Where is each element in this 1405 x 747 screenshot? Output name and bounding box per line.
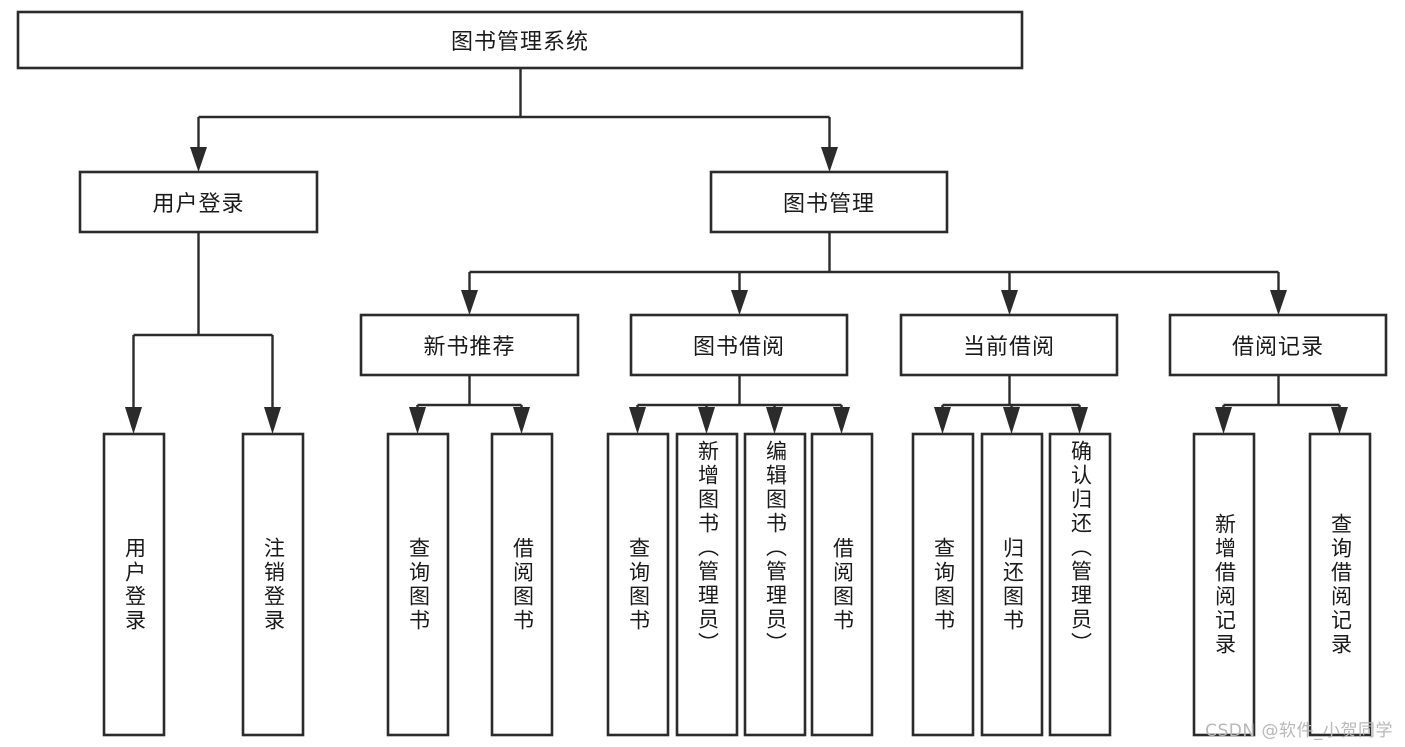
connector-group-book-borrow <box>629 375 850 434</box>
connector-group-new-book-recommend <box>409 375 530 434</box>
node-leaf-user-login-2[interactable] <box>241 432 305 737</box>
arrow-to-book-mgmt <box>821 147 838 172</box>
arrow-user-login-leaf-2 <box>264 407 281 434</box>
node-new-book-recommend[interactable] <box>359 313 580 377</box>
node-leaf-borrow-record-1[interactable] <box>1192 432 1256 737</box>
arrow-to-current-borrow <box>1001 290 1018 315</box>
connector-group-root <box>190 68 838 172</box>
node-leaf-book-borrow-1[interactable] <box>606 432 670 737</box>
arrow-book-borrow-leaf-2 <box>698 407 715 434</box>
arrow-to-book-borrow <box>731 290 748 315</box>
arrow-to-user-login <box>190 147 207 172</box>
arrow-current-borrow-leaf-1 <box>934 407 951 434</box>
node-leaf-current-borrow-3[interactable] <box>1048 432 1112 737</box>
node-leaf-new-book-2[interactable] <box>490 432 554 737</box>
node-leaf-new-book-1[interactable] <box>386 432 450 737</box>
arrow-to-new-book-recommend <box>461 290 478 315</box>
connector-group-user-login <box>125 232 281 434</box>
node-user-login[interactable] <box>78 170 319 234</box>
node-borrow-record[interactable] <box>1168 313 1388 377</box>
arrow-new-book-leaf-2 <box>513 407 530 434</box>
arrow-user-login-leaf-1 <box>125 407 142 434</box>
arrow-borrow-record-leaf-1 <box>1215 407 1232 434</box>
node-leaf-borrow-record-2[interactable] <box>1308 432 1372 737</box>
connector-group-current-borrow <box>934 375 1088 434</box>
arrow-to-borrow-record <box>1270 290 1287 315</box>
node-book-management[interactable] <box>709 170 949 234</box>
node-leaf-book-borrow-4[interactable] <box>810 432 874 737</box>
arrow-current-borrow-leaf-3 <box>1071 407 1088 434</box>
node-leaf-current-borrow-2[interactable] <box>980 432 1044 737</box>
node-leaf-book-borrow-3[interactable] <box>743 432 807 737</box>
arrow-current-borrow-leaf-2 <box>1003 407 1020 434</box>
node-leaf-book-borrow-2[interactable] <box>675 432 739 737</box>
node-leaf-current-borrow-1[interactable] <box>911 432 975 737</box>
connector-group-book-mgmt <box>461 232 1287 315</box>
arrow-new-book-leaf-1 <box>409 407 426 434</box>
arrow-book-borrow-leaf-4 <box>833 407 850 434</box>
arrow-borrow-record-leaf-2 <box>1331 407 1348 434</box>
arrow-book-borrow-leaf-3 <box>766 407 783 434</box>
node-book-borrow[interactable] <box>629 313 849 377</box>
node-leaf-user-login-1[interactable] <box>102 432 166 737</box>
arrow-book-borrow-leaf-1 <box>629 407 646 434</box>
node-root-system[interactable] <box>16 10 1024 70</box>
connector-group-borrow-record <box>1215 375 1348 434</box>
node-current-borrow[interactable] <box>899 313 1119 377</box>
